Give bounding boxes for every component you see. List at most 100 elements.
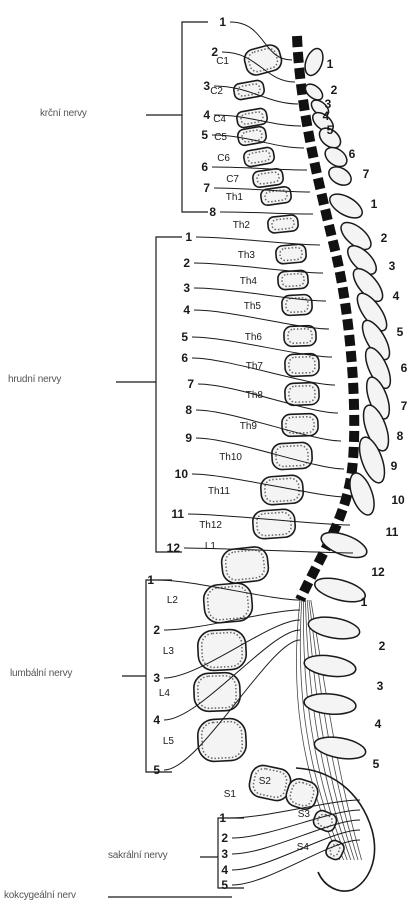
vertebra-label: Th8	[246, 390, 264, 401]
nerve-number-left: 3	[221, 847, 228, 861]
vertebra-label: C2	[210, 86, 223, 97]
nerve-number-left: 1	[219, 15, 226, 29]
vertebra-label: C6	[217, 153, 230, 164]
vertebra-outline	[311, 809, 338, 834]
spinous-process	[307, 614, 362, 643]
nerve-number-left: 7	[203, 181, 210, 195]
nerve-number-right: 2	[381, 231, 388, 245]
nerve-number-left: 3	[183, 281, 190, 295]
spinous-process	[302, 46, 327, 78]
vertebral-body	[252, 509, 296, 540]
vertebra-outline	[252, 509, 296, 540]
nerve-number-left: 6	[181, 351, 188, 365]
vertebral-body	[197, 718, 247, 762]
nerve-root	[212, 167, 307, 170]
nerve-root	[196, 410, 341, 441]
region-label-sacral: sakrální nervy	[108, 850, 167, 861]
nerve-number-right: 9	[391, 459, 398, 473]
nerve-number-right: 12	[371, 565, 385, 579]
spinous-process	[312, 574, 367, 607]
nerve-number-right: 10	[391, 493, 405, 507]
nerve-number-left: 7	[187, 377, 194, 391]
spinous-process	[303, 692, 357, 716]
nerve-number-left: 12	[167, 541, 181, 555]
nerve-root	[220, 212, 313, 214]
vertebra-label: Th1	[226, 192, 244, 203]
vertebral-body	[252, 168, 284, 188]
nerve-number-left: 8	[209, 205, 216, 219]
nerve-number-left: 5	[181, 330, 188, 344]
vertebral-body	[220, 546, 269, 585]
vertebra-label: S4	[297, 842, 310, 853]
nerve-number-left: 4	[221, 863, 228, 877]
vertebral-body	[267, 214, 299, 233]
nerve-number-left: 6	[201, 160, 208, 174]
nerve-number-right: 6	[349, 147, 356, 161]
vertebra-label: Th9	[240, 421, 258, 432]
vertebra-outline	[271, 442, 312, 470]
nerve-number-right: 2	[331, 83, 338, 97]
vertebra-label: L3	[163, 646, 175, 657]
nerve-number-right: 5	[327, 123, 334, 137]
spinous-process	[303, 652, 357, 679]
nerve-number-left: 5	[201, 128, 208, 142]
vertebral-body	[237, 126, 267, 147]
vertebra-label: L4	[159, 688, 171, 699]
nerve-number-right: 4	[393, 289, 400, 303]
nerve-number-left: 9	[185, 431, 192, 445]
vertebra-label: C4	[213, 114, 226, 125]
vertebra-label: Th12	[199, 520, 222, 531]
nerve-number-right: 1	[371, 197, 378, 211]
nerve-number-left: 2	[153, 623, 160, 637]
nerve-number-left: 3	[203, 79, 210, 93]
nerve-number-left: 1	[147, 573, 154, 587]
vertebra-label: Th6	[245, 332, 263, 343]
nerve-number-right: 1	[327, 57, 334, 71]
nerve-number-right: 7	[401, 399, 408, 413]
vertebral-body	[242, 43, 284, 77]
nerve-number-left: 4	[153, 713, 160, 727]
nerve-number-right: 1	[361, 595, 368, 609]
vertebral-body	[311, 809, 338, 834]
vertebra-label: S3	[298, 809, 311, 820]
nerve-number-left: 11	[171, 507, 184, 521]
vertebra-label: L5	[163, 736, 175, 747]
nerve-root	[196, 237, 320, 245]
nerve-number-left: 2	[183, 256, 190, 270]
region-label-cervical: krční nervy	[40, 108, 87, 119]
vertebral-body	[284, 325, 317, 346]
nerve-number-left: 4	[203, 108, 210, 122]
nerve-number-left: 3	[153, 671, 160, 685]
region-label-thoracic: hrudní nervy	[8, 374, 61, 385]
vertebra-label: Th2	[233, 220, 251, 231]
nerve-number-right: 4	[375, 717, 382, 731]
vertebral-body	[243, 147, 275, 168]
vertebral-body	[260, 186, 292, 206]
nerve-number-right: 2	[379, 639, 386, 653]
vertebra-label: C1	[216, 56, 229, 67]
vertebra-label: L2	[167, 595, 179, 606]
spinous-process	[313, 734, 368, 763]
vertebra-outline	[197, 718, 247, 762]
vertebra-outline	[242, 43, 284, 77]
nerve-number-right: 3	[389, 259, 396, 273]
nerve-number-left: 5	[221, 878, 228, 892]
vertebral-body	[285, 382, 320, 405]
spinous-processes	[296, 46, 395, 891]
nerve-number-left: 2	[221, 831, 228, 845]
vertebra-label: Th4	[240, 276, 258, 287]
nerve-number-right: 11	[386, 525, 399, 539]
vertebra-label: Th7	[246, 361, 264, 372]
vertebral-body	[271, 442, 312, 470]
nerve-number-left: 4	[183, 303, 190, 317]
vertebra-label: S1	[224, 789, 237, 800]
region-label-lumbar: lumbální nervy	[10, 668, 72, 679]
nerve-number-left: 8	[185, 403, 192, 417]
vertebra-label: S2	[259, 776, 272, 787]
vertebral-body	[285, 353, 320, 376]
vertebra-label: C5	[214, 132, 227, 143]
nerve-number-left: 10	[175, 467, 189, 481]
nerve-number-right: 4	[323, 109, 330, 123]
region-bracket	[156, 237, 182, 552]
